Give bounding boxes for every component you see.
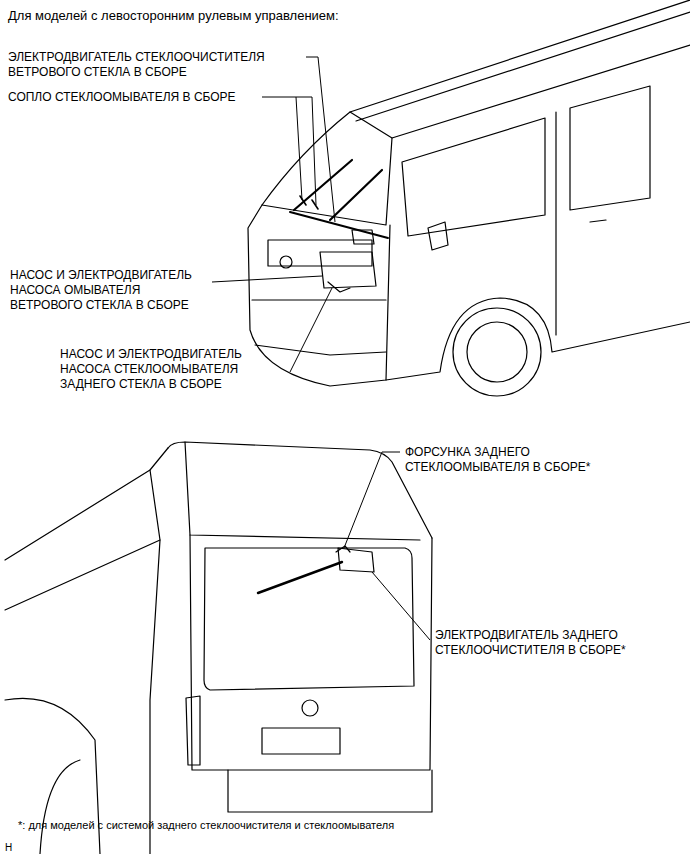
part-label: НАСОС И ЭЛЕКТРОДВИГАТЕЛЬ НАСОСА ОМЫВАТЕЛ… [10,268,208,313]
footnote: *: для моделей с системой заднего стекло… [18,818,394,833]
leader-line [290,288,332,372]
part-label: ЭЛЕКТРОДВИГАТЕЛЬ СТЕКЛООЧИСТИТЕЛЯ ВЕТРОВ… [8,50,306,80]
part-label: СОПЛО СТЕКЛООМЫВАТЕЛЯ В СБОРЕ [8,90,236,105]
leader-line [372,572,430,640]
page-code: H [5,840,12,854]
leader-line [306,57,335,222]
part-label: ЭЛЕКТРОДВИГАТЕЛЬ ЗАДНЕГО СТЕКЛООЧИСТИТЕЛ… [435,628,665,658]
leader-line [212,276,322,282]
leader-line [262,97,316,205]
leader-line [344,452,400,548]
part-label: ФОРСУНКА ЗАДНЕГО СТЕКЛООМЫВАТЕЛЯ В СБОРЕ… [405,445,625,475]
part-label: НАСОС И ЭЛЕКТРОДВИГАТЕЛЬ НАСОСА СТЕКЛООМ… [60,347,282,392]
front-van [248,0,690,396]
page-title: Для моделей с левосторонним рулевым упра… [8,8,339,23]
rear-van [5,442,432,854]
